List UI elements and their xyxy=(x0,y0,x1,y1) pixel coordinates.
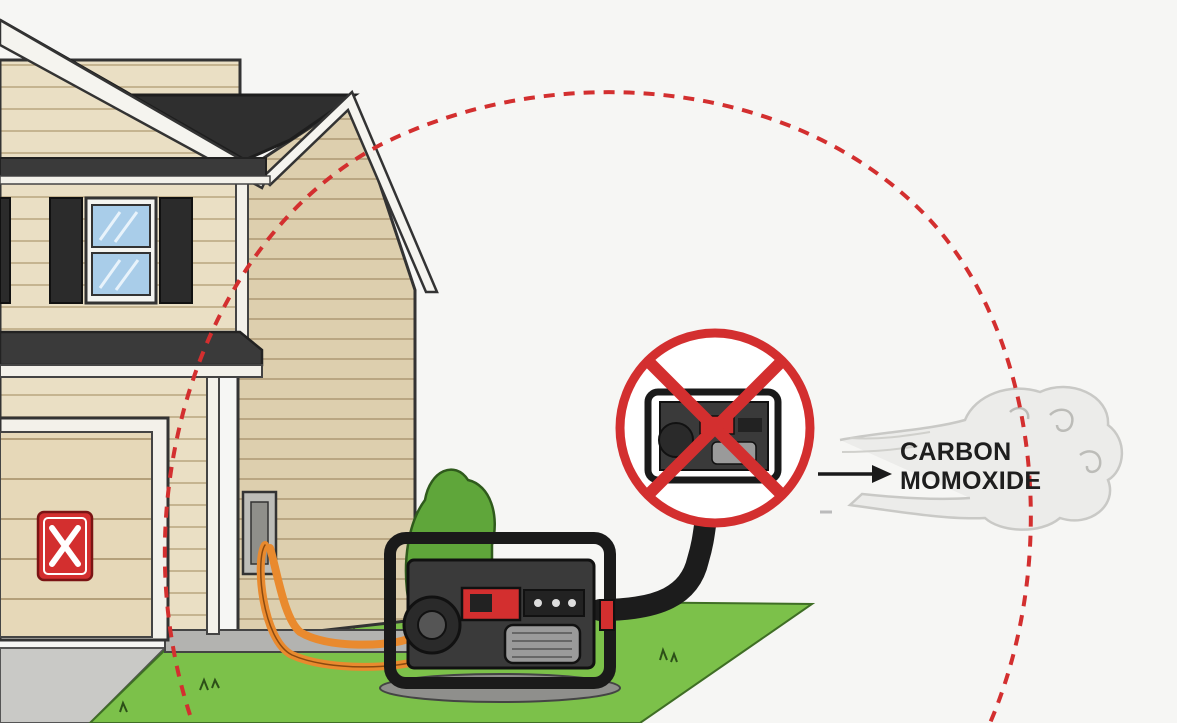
no-generator-icon xyxy=(615,328,815,528)
porch-roof xyxy=(0,330,264,367)
danger-zone-boundary xyxy=(162,90,1033,723)
label-line-1: CARBON xyxy=(900,438,1012,466)
exhaust-hose xyxy=(589,494,719,621)
carbon-monoxide-label: CARBON MOMOXIDE xyxy=(900,438,1070,496)
portable-generator xyxy=(379,532,621,703)
arrow-right-icon xyxy=(818,465,892,514)
grass-tufts xyxy=(119,626,678,713)
upper-window xyxy=(0,196,193,305)
x-mark-icon xyxy=(36,510,94,582)
driveway xyxy=(0,647,168,723)
smoke-cloud-icon xyxy=(839,385,1124,531)
label-line-2: MOMOXIDE xyxy=(900,467,1042,495)
house xyxy=(0,18,439,653)
